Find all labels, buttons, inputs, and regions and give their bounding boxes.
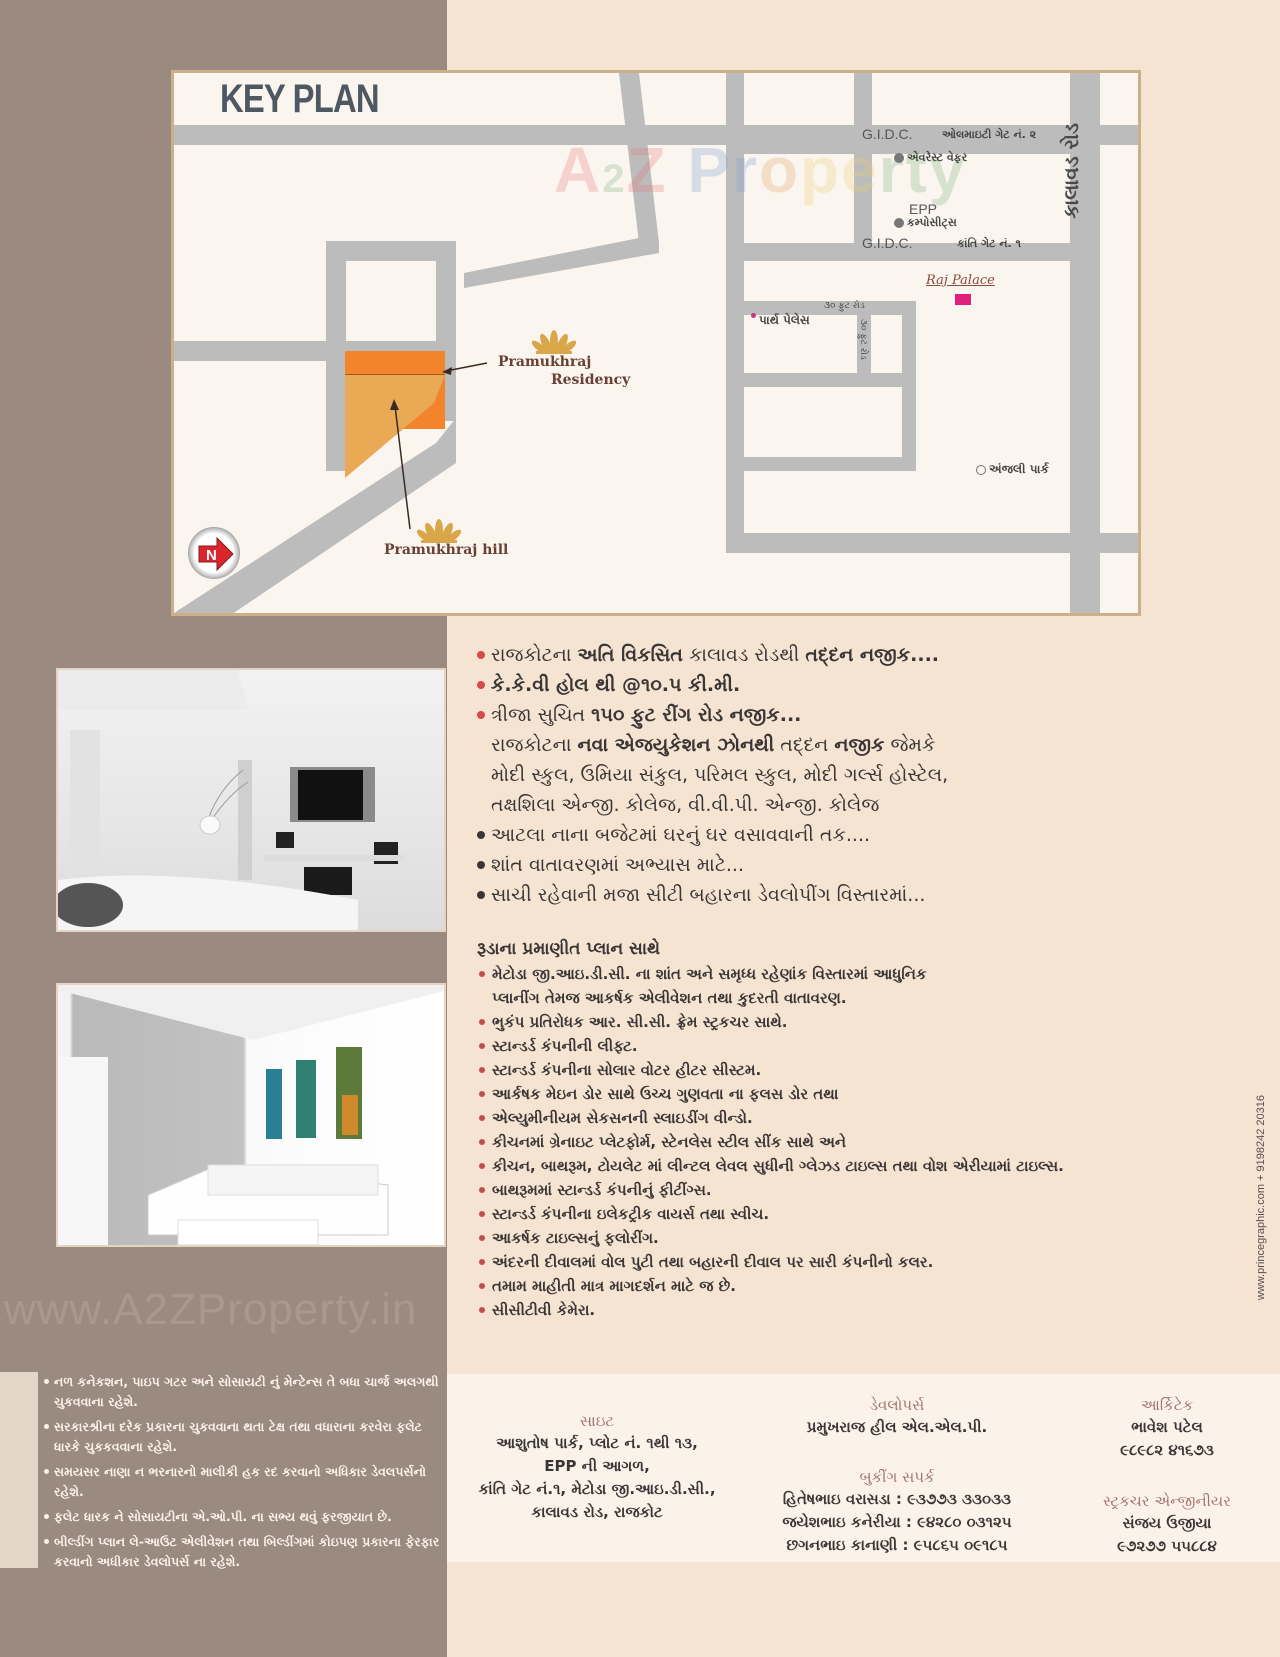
anjali-park-label: અંજલી પાર્ક: [976, 462, 1049, 477]
parth-palace-label: પાર્થ પેલેસ: [751, 313, 810, 328]
everest-wafer-label: એવરેસ્ટ વેફર: [894, 151, 967, 165]
lotus-logo-icon: [532, 330, 576, 354]
road-network: [174, 73, 1138, 613]
spec-item: તમામ માહીતી માત્ર માગદર્શન માટે જ છે.: [477, 1274, 1157, 1298]
gidc-label-bottom: G.I.D.C.: [862, 235, 913, 251]
architect-info: આર્કિટેક ભાવેશ પટેલ ૯૮૯૮૨ ૪૧૬૭૩: [1067, 1394, 1267, 1462]
a2z-watermark-bottom: www.A2ZProperty.in: [4, 1285, 418, 1334]
raj-palace-marker: [955, 294, 971, 305]
road-30ft-vertical-label: ૩૦ ફુટ રોડ: [858, 319, 868, 360]
term-item: નળ કનેકશન, પાઇપ ગટર અને સોસાયટી નું મેન્…: [44, 1372, 444, 1412]
olmaity-gate-label: ઓલમાઇટી ગેટ નં. ૨: [942, 128, 1037, 141]
specs-heading: રૂડાના પ્રમાણીત પ્લાન સાથે: [477, 939, 661, 959]
engineer-phone[interactable]: ૯૭૨૭૭ ૫૫૮૮૪: [1117, 1537, 1217, 1555]
site-address: સાઇટ આશુતોષ પાર્ક, પ્લોટ નં. ૧થી ૧૩, EPP…: [478, 1412, 716, 1521]
spec-item: બાથરૂમમાં સ્ટાન્ડર્ડ કંપનીનું ફીટીંગ્સ.: [477, 1178, 1157, 1202]
hill-brand: Pramukhraj hill: [384, 542, 509, 558]
raj-palace-label: Raj Palace: [926, 273, 995, 288]
designer-credit: www.princegraphic.com + 9198242 20316: [1255, 1095, 1267, 1301]
key-plan-title: KEY PLAN: [220, 77, 380, 121]
north-compass-icon: N: [188, 527, 240, 579]
feature-item: રાજકોટના અતિ વિકસિત કાલાવડ રોડથી તદ્દન ન…: [477, 640, 1037, 670]
terms-accent-strip: [0, 1372, 38, 1568]
spec-item: મેટોડા જી.આઇ.ડી.સી. ના શાંત અને સમૃધ્ધ ર…: [477, 962, 1157, 986]
spec-item: સીસીટીવી કેમેરા.: [477, 1298, 1157, 1322]
composites-label: કમ્પોસીટ્સ: [894, 216, 957, 230]
spec-continuation: પ્લાનીંગ તેમજ આકર્ષક એલીવેશન તથા કુદરતી …: [492, 989, 847, 1007]
spec-item: આકર્ષક ટાઇલ્સનું ફલોરીંગ.: [477, 1226, 1157, 1250]
gidc-label-top: G.I.D.C.: [862, 126, 913, 142]
developers-info: ડેવલોપર્સ પ્રમુખરાજ હીલ એલ.એલ.પી.: [806, 1396, 988, 1436]
kalavad-road-label: કાલાવડ રોડ: [1059, 123, 1083, 219]
term-item: સરકારશ્રીના દરેક પ્રકારના ચુકવવાના થતા ટ…: [44, 1417, 444, 1457]
spec-item: એલ્યુમીનીયમ સેકસનની સ્લાઇડીંગ વીન્ડો.: [477, 1106, 1157, 1130]
booking-phone[interactable]: જયેશભાઇ કનેરીયા : ૯૪૨૮૦ ૦૩૧૨૫: [782, 1513, 1012, 1531]
feature-list: રાજકોટના અતિ વિકસિત કાલાવડ રોડથી તદ્દન ન…: [477, 640, 1037, 910]
engineer-info: સ્ટ્રકચર એન્જીનીયર સંજય ઉજીયા ૯૭૨૭૭ ૫૫૮૮…: [1067, 1490, 1267, 1558]
location-ring-icon: [976, 464, 986, 475]
location-dot-icon: [751, 313, 756, 318]
spec-item: કીચનમાં ગ્રેનાઇટ પ્લેટફોર્મ, સ્ટેનલેસ સ્…: [477, 1130, 1157, 1154]
spec-item: કીચન, બાથરૂમ, ટોયલેટ માં લીન્ટલ લેવલ સુધ…: [477, 1154, 1157, 1178]
booking-contacts: બુકીંગ સપર્ક હિતેષભાઇ વરાસડા : ૯૩૭૭૩ ૩૩૦…: [747, 1466, 1047, 1557]
epp-label: EPP: [909, 201, 938, 217]
road-30ft-label: ૩૦ ફુટ રોડ: [824, 301, 865, 311]
booking-phone[interactable]: છગનભાઇ કાનાણી : ૯૫૮૬૫ ૦૯૧૮૫: [786, 1536, 1008, 1554]
hill-plot: [345, 375, 445, 478]
term-item: બીલ્ડીંગ પ્લાન લે-આઉટ એલીવેશન તથા બિલ્ડી…: [44, 1532, 444, 1572]
spec-item: સ્ટાન્ડર્ડ કંપનીની લીફ્ટ.: [477, 1034, 1157, 1058]
svg-text:N: N: [206, 547, 217, 564]
a2z-watermark: A2Z Property: [554, 134, 967, 206]
feature-item: આટલા નાના બજેટમાં ઘરનું ઘર વસાવવાની તક..…: [477, 820, 1037, 850]
feature-item: ત્રીજા સુચિત ૧૫૦ ફુટ રીંગ રોડ નજીક...: [477, 700, 1037, 730]
feature-continuation: મોદી સ્કુલ, ઉમિયા સંકુલ, પરિમલ સ્કુલ, મો…: [491, 764, 949, 786]
term-item: સમયસર નાણા ન ભરનારનો માલીકી હક રદ કરવાનો…: [44, 1462, 444, 1502]
key-plan-map: KEY PLAN A2Z Property G.I.D.C. ઓલમાઇટી ગ…: [171, 70, 1141, 616]
spec-item: સ્ટાન્ડર્ડ કંપનીના ઇલેકટ્રીક વાયર્સ તથા …: [477, 1202, 1157, 1226]
bedroom-photo: [56, 668, 446, 932]
feature-continuation: તક્ષશિલા એન્જી. કોલેજ, વી.વી.પી. એન્જી. …: [491, 794, 880, 816]
architect-phone[interactable]: ૯૮૯૮૨ ૪૧૬૭૩: [1120, 1441, 1214, 1459]
booking-phone[interactable]: હિતેષભાઇ વરાસડા : ૯૩૭૭૩ ૩૩૦૩૩: [782, 1490, 1012, 1508]
location-pin-icon: [894, 218, 904, 228]
lotus-logo-icon: [417, 519, 461, 543]
spec-item: સ્ટાન્ડર્ડ કંપનીના સોલાર વોટર હીટર સીસ્ટ…: [477, 1058, 1157, 1082]
feature-item: સાચી રહેવાની મજા સીટી બહારના ડેવલોપીંગ વ…: [477, 880, 1037, 910]
contact-section: સાઇટ આશુતોષ પાર્ક, પ્લોટ નં. ૧થી ૧૩, EPP…: [447, 1374, 1280, 1562]
specifications: રૂડાના પ્રમાણીત પ્લાન સાથે મેટોડા જી.આઇ.…: [477, 938, 1157, 1322]
spec-item: અંદરની દીવાલમાં વોલ પુટી તથા બહારની દીવા…: [477, 1250, 1157, 1274]
feature-continuation: રાજકોટના નવા એજયુકેશન ઝોનથી તદ્દન નજીક જ…: [491, 734, 936, 756]
term-item: ફલેટ ધારક ને સોસાયટીના એ.ઓ.પી. ના સભ્ય થ…: [44, 1507, 444, 1527]
location-pin-icon: [894, 153, 904, 163]
spec-item: ભુકંપ પ્રતિરોધક આર. સી.સી. ફ્રેમ સ્ટ્રકચ…: [477, 1010, 1157, 1034]
feature-item: શાંત વાતાવરણમાં અભ્યાસ માટે...: [477, 850, 1037, 880]
kanti-gate-label: કાંતિ ગેટ નં. ૧: [957, 237, 1021, 250]
terms-list: નળ કનેકશન, પાઇપ ગટર અને સોસાયટી નું મેન્…: [44, 1372, 444, 1577]
spec-item: આર્કષક મેઇન ડોર સાથે ઉચ્ચ ગુણવતા ના ફલસ …: [477, 1082, 1157, 1106]
feature-item: કે.કે.વી હોલ થી @૧૦.૫ કી.મી.: [477, 670, 1037, 700]
living-room-photo: [56, 983, 446, 1247]
